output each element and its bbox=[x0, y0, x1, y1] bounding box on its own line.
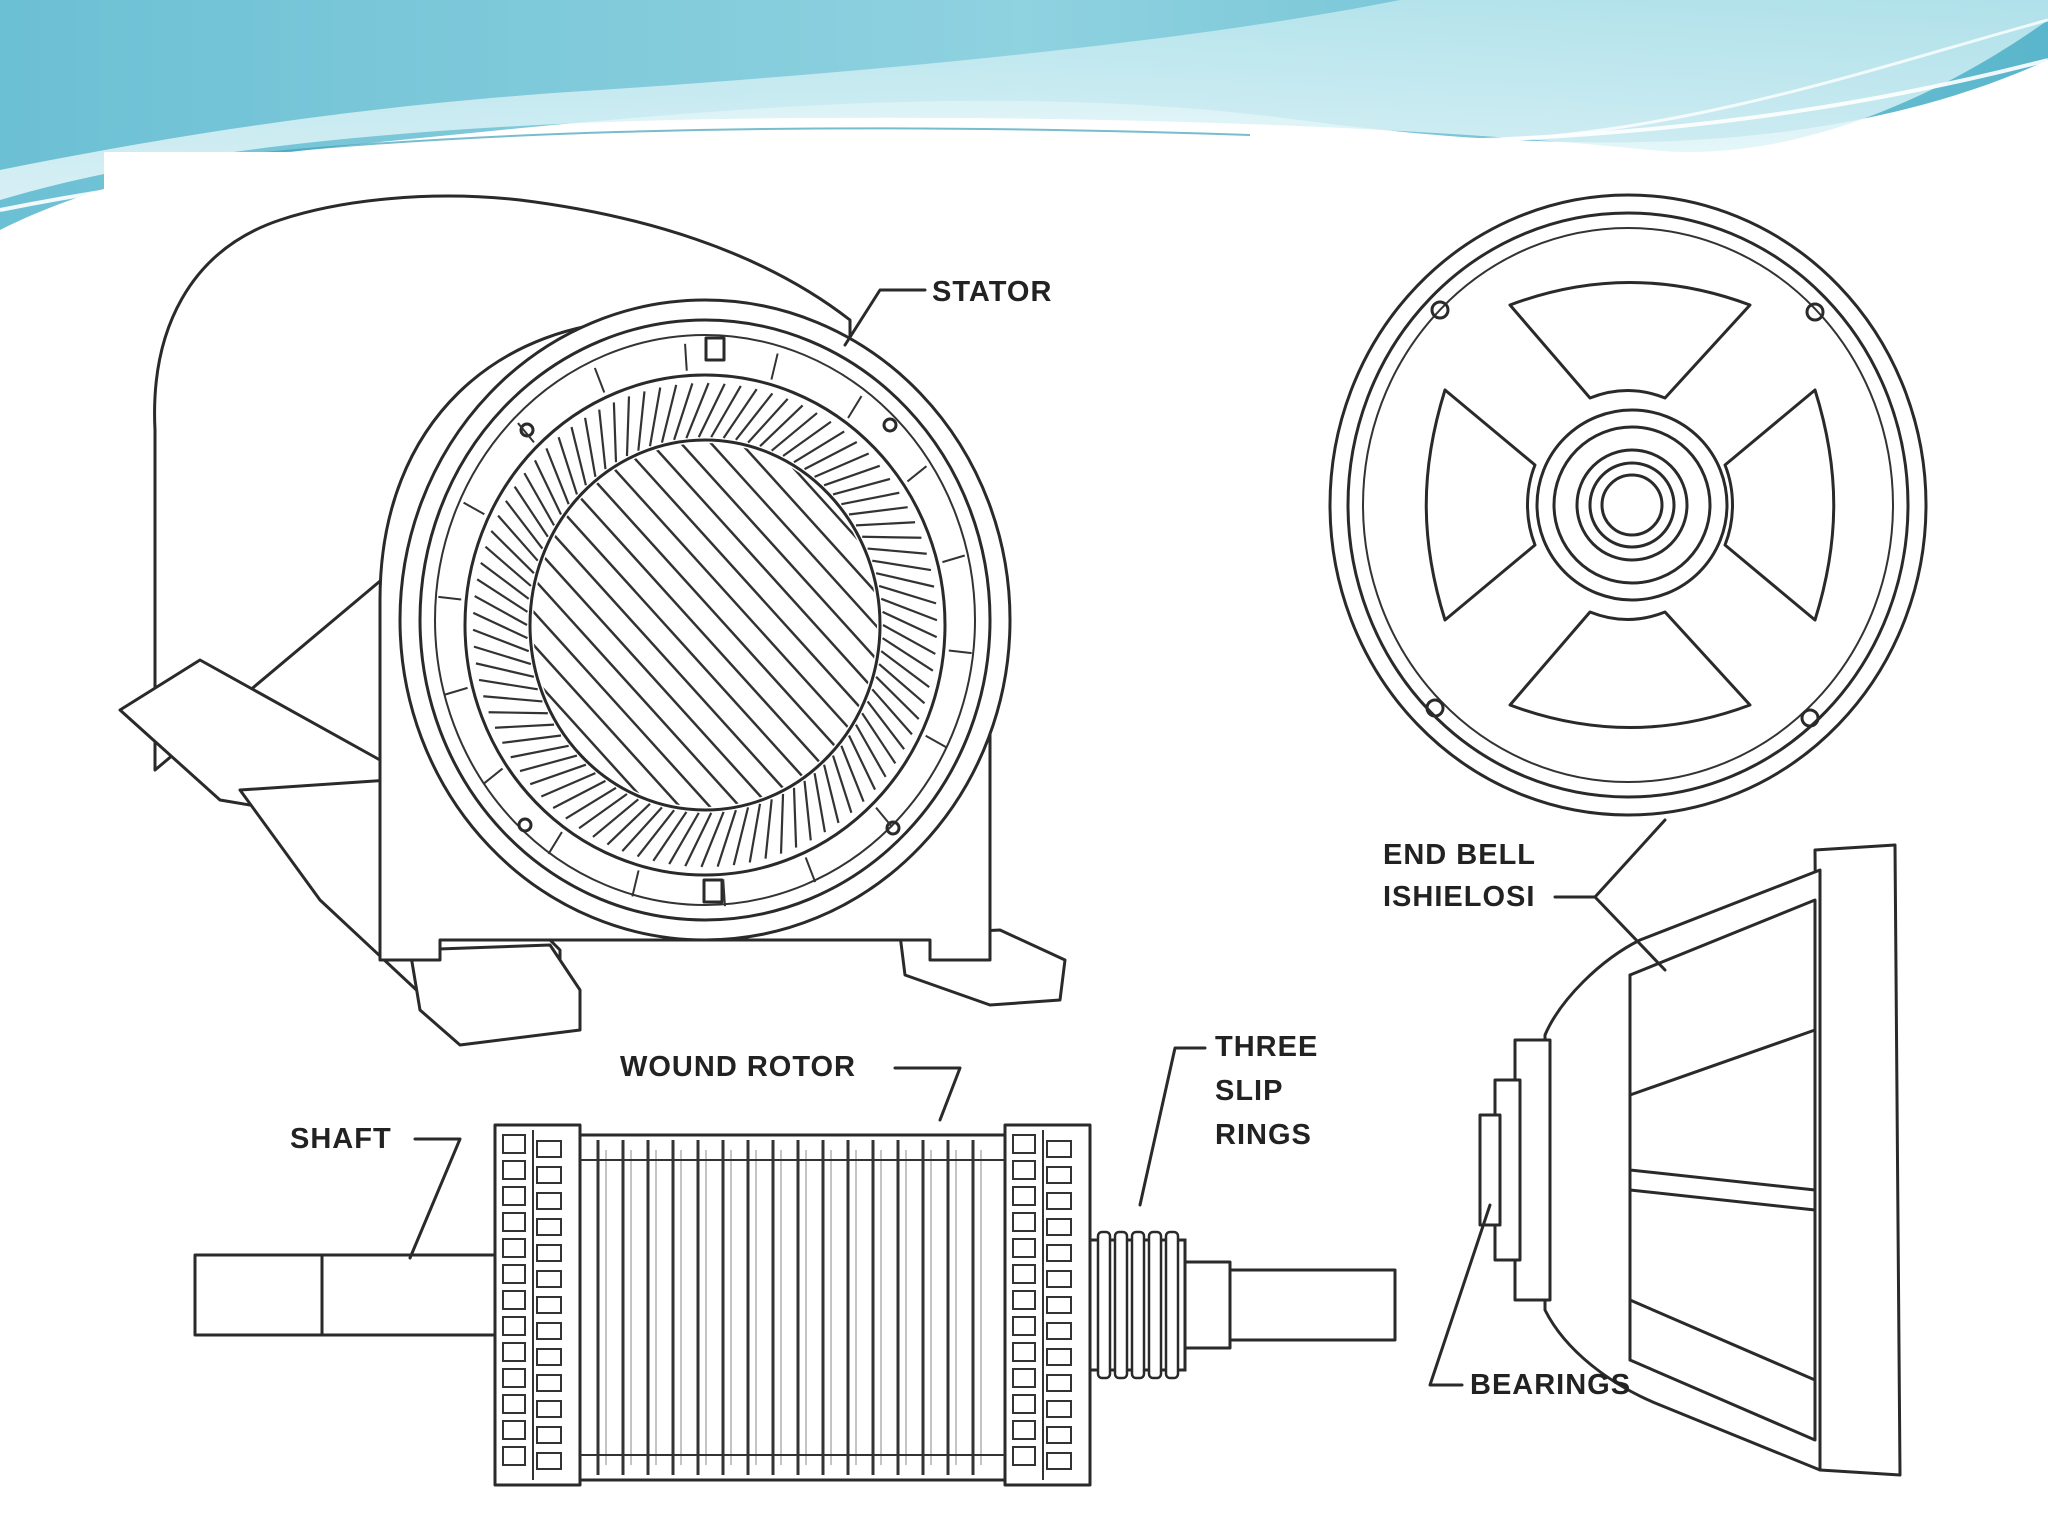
slip-rings-label-line2: SLIP bbox=[1215, 1075, 1283, 1107]
stator-leader bbox=[843, 288, 927, 347]
slip-rings bbox=[1088, 1230, 1187, 1380]
rotor-end-windings bbox=[502, 1130, 1072, 1480]
stator-illustration: STATOR bbox=[118, 194, 1067, 1047]
stator-label: STATOR bbox=[932, 276, 1052, 308]
end-bell-side-view bbox=[1478, 843, 1902, 1477]
shaft bbox=[193, 1253, 497, 1337]
rotor-core-bars bbox=[580, 1140, 1005, 1475]
end-bell-callout: END BELL ISHIELOSI bbox=[1383, 818, 1667, 972]
shaft-label: SHAFT bbox=[290, 1123, 392, 1155]
rotor-callouts: WOUND ROTOR SHAFT THREE SLIP RINGS BEARI… bbox=[290, 1031, 1631, 1401]
slip-rings-label-line1: THREE bbox=[1215, 1031, 1318, 1063]
wound-rotor-label: WOUND ROTOR bbox=[620, 1051, 856, 1083]
end-bell-label-line2: ISHIELOSI bbox=[1383, 881, 1535, 913]
wound-rotor-illustration bbox=[193, 1123, 1397, 1487]
bearings-label: BEARINGS bbox=[1470, 1369, 1631, 1401]
end-bell-front-view bbox=[1328, 193, 1928, 817]
end-bell-label-line1: END BELL bbox=[1383, 839, 1536, 871]
slip-rings-label-line3: RINGS bbox=[1215, 1119, 1312, 1151]
stator-windings bbox=[438, 343, 972, 907]
